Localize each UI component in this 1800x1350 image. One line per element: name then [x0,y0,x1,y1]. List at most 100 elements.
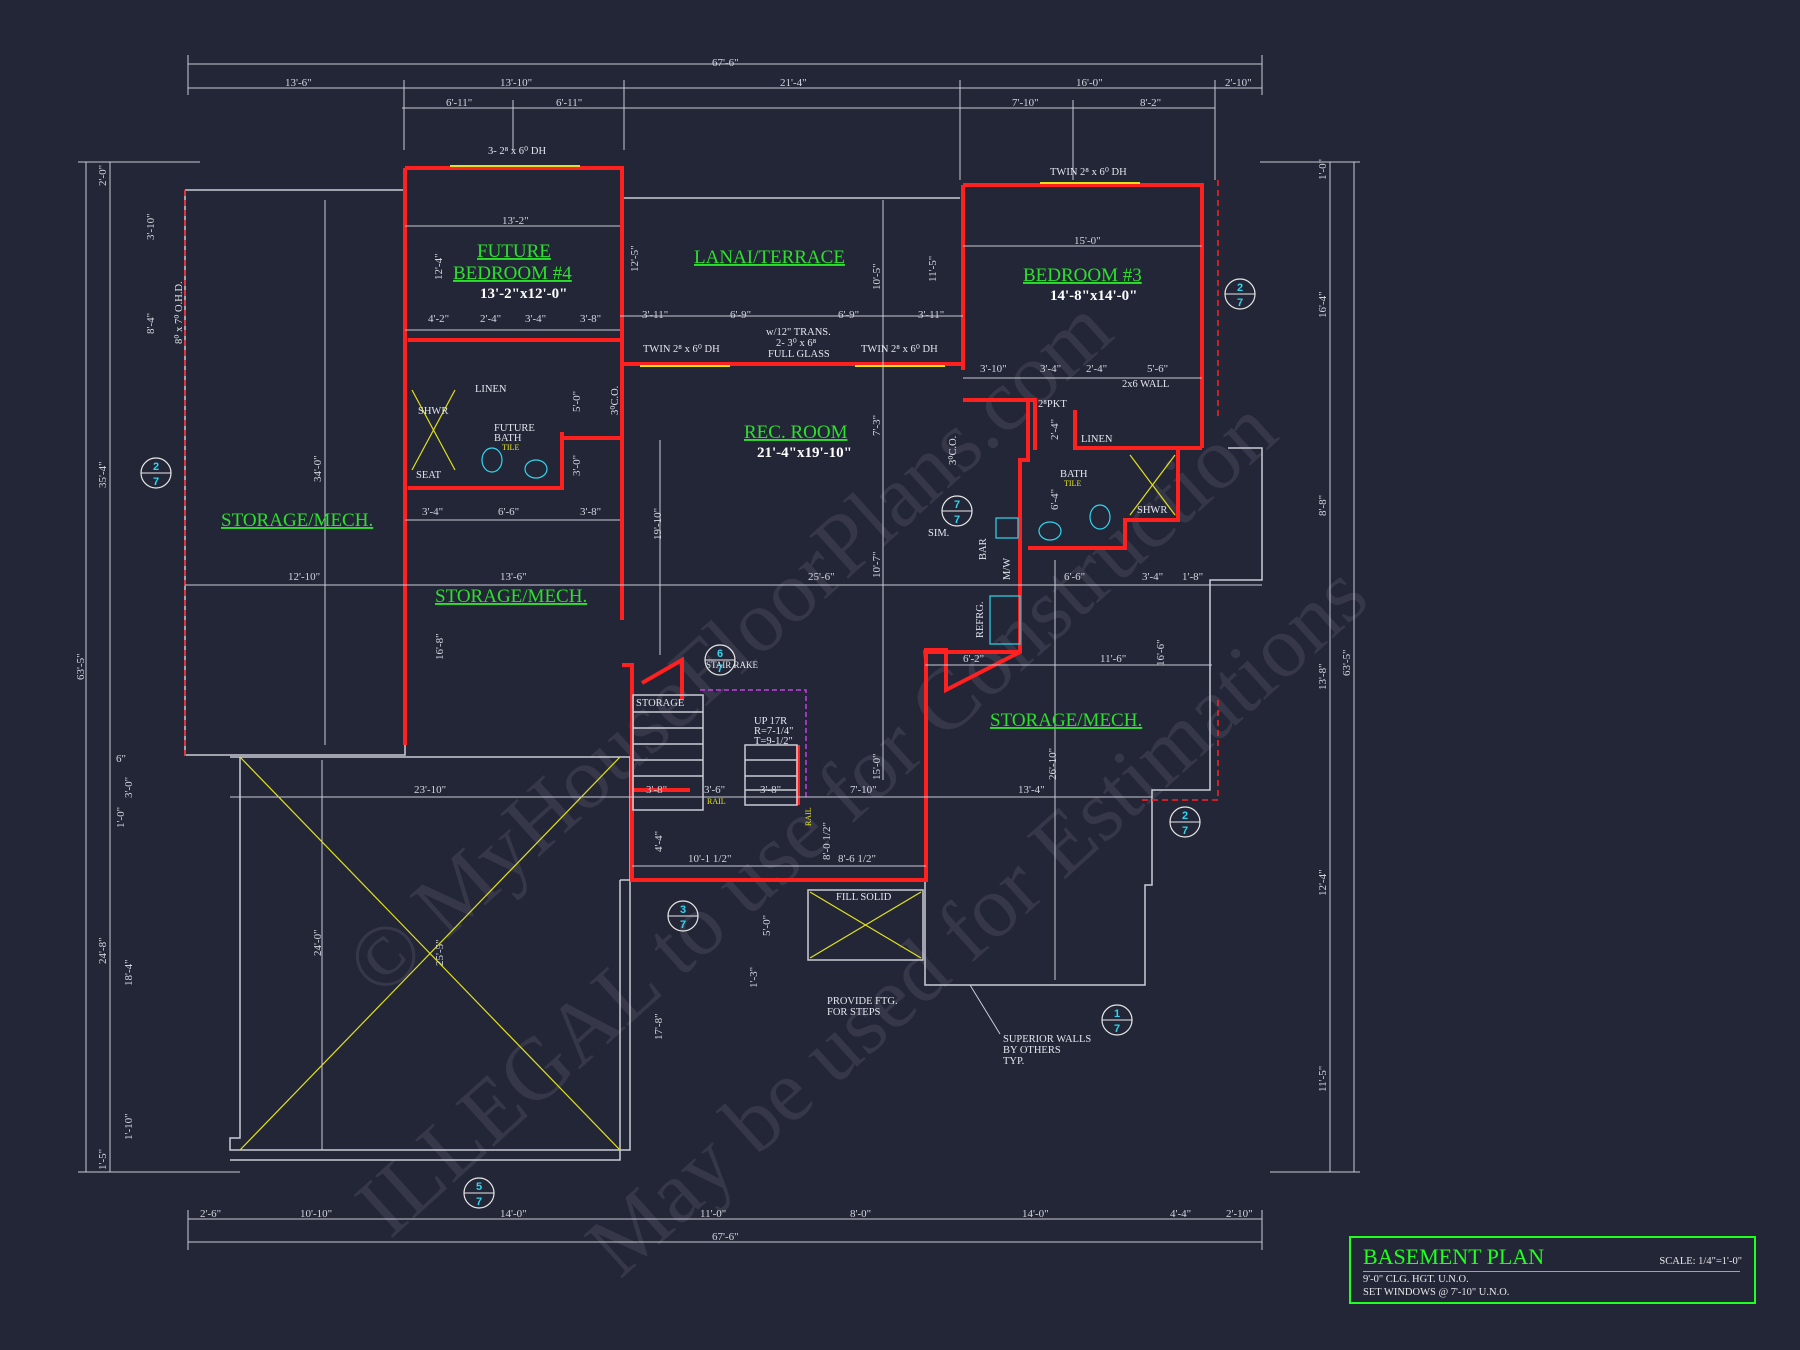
dim-top-3: 21'-4" [780,77,807,89]
room-future-bedroom-label-2: BEDROOM #4 [453,263,572,284]
note-ftg-2: FOR STEPS [827,1007,881,1018]
dim-left-7: 6" [116,753,126,765]
dim-a8: 6'-9" [730,309,751,321]
note-superior-1: SUPERIOR WALLS [1003,1034,1091,1045]
note-refrg: REFRG. [975,602,986,638]
note-rail-2: RAIL [804,807,813,826]
dim-left-6: 8'-4" [145,313,157,334]
section-tag-den: 7 [954,514,960,526]
section-tag-den: 7 [1114,1023,1120,1035]
note-2x6-wall: 2x6 WALL [1122,379,1169,390]
dim-right-3: 8'-8" [1317,495,1329,516]
dim-a29: 19'-10" [652,508,664,540]
section-tag-num: 6 [717,648,723,660]
note-superior-2: BY OTHERS [1003,1045,1061,1056]
slab-areas [239,165,1176,1151]
dim-a3: 12'-5" [629,245,641,272]
dim-left-8: 3'-0" [123,777,135,798]
section-tag-num: 7 [954,499,960,511]
dim-a19: 3'-4" [422,506,443,518]
note-linen-2: LINEN [1081,434,1113,445]
dim-a46: 17'-8" [653,1013,665,1040]
dim-a30: 16'-8" [434,633,446,660]
dim-a5: 11'-5" [927,256,939,282]
note-shwr: SHWR [418,406,448,417]
room-storage-mid-label: STORAGE/MECH. [435,586,587,607]
dim-right-4: 13'-8" [1317,663,1329,690]
dim-bottom-7: 4'-4" [1170,1208,1191,1220]
dim-left-9: 1'-0" [115,807,127,828]
dim-a34: 11'-6" [1100,653,1126,665]
dim-right-1: 1'-0" [1317,159,1329,180]
room-lanai-label: LANAI/TERRACE [694,247,845,268]
dim-a42: 15'-0" [871,753,883,780]
note-future-bath-1: FUTURE [494,423,535,434]
dim-a10: 3'-11" [918,309,944,321]
note-tile-2: TILE [1064,479,1081,488]
dim-bottom-3: 14'-0" [500,1208,527,1220]
section-tag: 37 [667,900,699,932]
stairs [632,689,807,811]
dim-a1: 13'-2" [502,215,529,227]
dim-right-5: 12'-4" [1317,869,1329,896]
dim-a39: 3'-8" [760,784,781,796]
dim-a23: 13'-6" [500,571,527,583]
dim-a40: 7'-10" [850,784,877,796]
dim-bottom-2: 10'-10" [300,1208,332,1220]
note-tread: T=9-1/2" [754,736,793,747]
note-bath: BATH [1060,469,1088,480]
section-tag: 67 [704,644,736,676]
room-future-bedroom-label: FUTURE [477,241,551,262]
note-bar: BAR [978,538,989,560]
title-rule [1363,1271,1740,1272]
section-tag: 17 [1101,1004,1133,1036]
interior-walls [403,166,1204,882]
room-storage-left-label: STORAGE/MECH. [221,510,373,531]
bottom-dimensions: 67'-6" 2'-6" 10'-10" 14'-0" 11'-0" 8'-0"… [187,1208,1263,1250]
note-sim: SIM. [928,528,949,539]
note-window-bedroom3: TWIN 2⁸ x 6⁰ DH [1050,166,1127,178]
section-tag-den: 7 [476,1196,482,1208]
room-bedroom3-label: BEDROOM #3 [1023,265,1142,286]
dim-top-s4: 8'-2" [1140,97,1161,109]
note-ftg-1: PROVIDE FTG. [827,996,898,1007]
side-dimensions: 63'-5" 2'-0" 35'-4" 24'-8" 1'-5" 3'-10" … [75,159,1360,1173]
plan-title: BASEMENT PLAN [1363,1244,1545,1269]
dim-a4: 10'-5" [871,263,883,290]
dim-a37: 3'-8" [646,784,667,796]
note-twin-right: TWIN 2⁸ x 6⁰ DH [861,343,938,355]
plan-scale: SCALE: 1/4"=1'-0" [1659,1256,1742,1267]
dim-top-5: 2'-10" [1225,77,1252,89]
dim-left-2: 35'-4" [97,461,109,488]
dim-a26: 3'-4" [1142,571,1163,583]
dim-a21: 3'-8" [580,506,601,518]
dim-bottom-8: 2'-10" [1226,1208,1253,1220]
dim-top-s2: 6'-11" [556,97,582,109]
annotations: 3- 2⁸ x 6⁰ DH TWIN 2⁸ x 6⁰ DH TWIN 2⁸ x … [173,145,1169,1067]
dim-bottom-4: 11'-0" [700,1208,726,1220]
note-stair-rake: STAIR RAKE [706,660,759,670]
dim-a11: 4'-2" [428,313,449,325]
dim-left-10: 18'-4" [123,959,135,986]
section-tag-den: 7 [717,663,723,675]
dim-a13: 3'-4" [525,313,546,325]
dim-top-2: 13'-10" [500,77,532,89]
dim-bottom-overall: 67'-6" [712,1231,739,1243]
dim-a33: 6'-2" [963,653,984,665]
note-future-bath-2: BATH [494,433,522,444]
dim-a2: 12'-4" [433,253,445,280]
dim-right-6: 11'-5" [1317,1066,1329,1092]
note-twin-left: TWIN 2⁸ x 6⁰ DH [643,343,720,355]
room-labels: FUTURE BEDROOM #4 13'-2"x12'-0" LANAI/TE… [221,241,1142,731]
note-storage-small: STORAGE [636,698,684,709]
section-tag-num: 2 [153,461,159,473]
dim-a25: 6'-6" [1064,571,1085,583]
foundation-outline [184,180,1263,1161]
dim-a32: 7'-3" [871,415,883,436]
section-tags: 27 27 77 67 27 37 17 57 [140,278,1256,1209]
dim-a22: 12'-10" [288,571,320,583]
note-riser: R=7-1/4" [754,726,793,737]
dim-a45: 25'-5" [434,939,446,966]
dim-right-overall: 63'-5" [1341,649,1353,676]
